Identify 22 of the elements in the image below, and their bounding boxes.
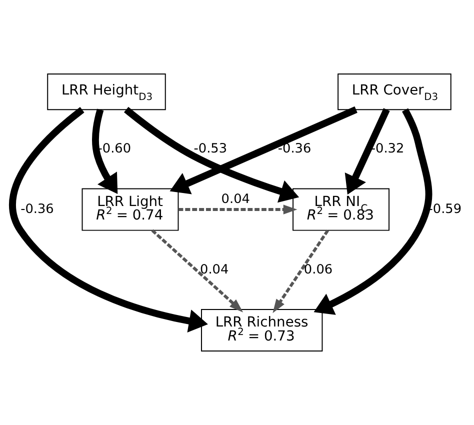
arrow — [9, 106, 208, 333]
node-box: LRR Richness R$^{2}$ = 0.73 — [201, 308, 323, 352]
edge-label: -0.36 — [20, 202, 54, 217]
arrow — [178, 204, 298, 214]
edge-label: -0.59 — [428, 202, 462, 217]
arrow — [124, 106, 300, 203]
arrow — [344, 108, 390, 195]
node-box: LRR Cover$_{D3}$ — [338, 73, 452, 110]
arrow — [170, 106, 358, 194]
edge-label: 0.06 — [304, 262, 333, 278]
node-box: LRR Light R$^{2}$ = 0.74 — [82, 188, 179, 231]
edge-label: -0.53 — [194, 142, 228, 157]
node-box: LRR Height$_{D3}$ — [47, 73, 166, 110]
edge-label: 0.04 — [200, 262, 229, 278]
edge-label: -0.32 — [370, 142, 404, 157]
arrow — [92, 108, 118, 194]
arrow — [272, 230, 330, 314]
arrow — [314, 108, 432, 315]
edge-label: -0.60 — [98, 142, 132, 157]
arrow — [151, 229, 244, 312]
edge-label: 0.04 — [221, 192, 250, 207]
edge-label: -0.36 — [278, 142, 312, 157]
